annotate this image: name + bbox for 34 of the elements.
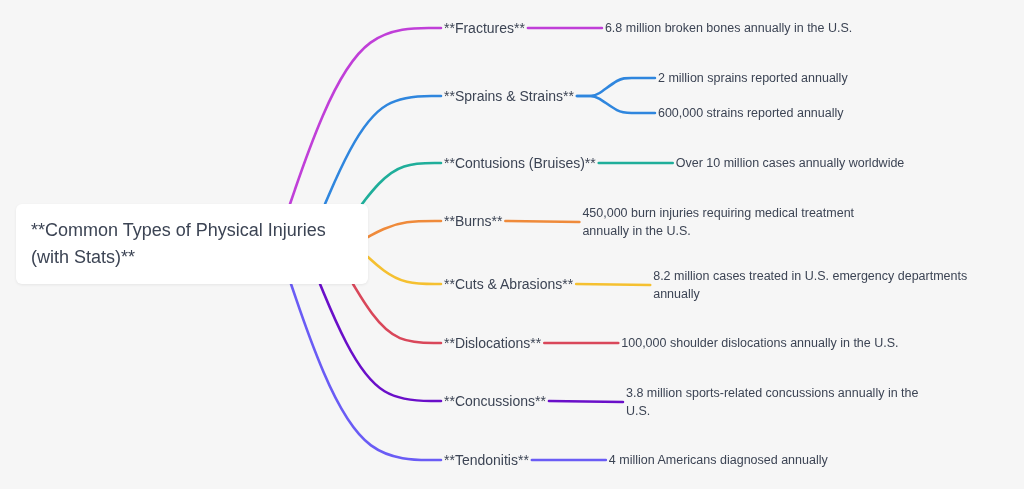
stat-note: 8.2 million cases treated in U.S. emergency departments annually [650, 267, 1001, 303]
branch-topic: **Sprains & Strains** [441, 87, 577, 105]
branch-line [360, 161, 443, 206]
stat-note: Over 10 million cases annually worldwide [672, 154, 908, 172]
branch-topic: **Cuts & Abrasions** [441, 275, 577, 293]
branch-line [289, 282, 443, 462]
branch-line [543, 341, 620, 345]
branch-line [530, 458, 608, 462]
stat-note: 2 million sprains reported annually [654, 69, 851, 87]
branch-line [366, 219, 443, 239]
branch-line [366, 255, 443, 286]
branch-line [504, 219, 581, 224]
branch-line [318, 282, 443, 403]
branch-line [526, 26, 604, 30]
branch-line [288, 26, 443, 206]
stat-note: 3.8 million sports-related concussions annually in the U.S. [622, 384, 941, 420]
stat-note: 100,000 shoulder dislocations annually in the U.S. [618, 334, 902, 352]
branch-topic: **Tendonitis** [441, 451, 532, 469]
stat-note: 600,000 strains reported annually [654, 104, 847, 122]
stat-note: 450,000 burn injuries requiring medical treatment annually in the U.S. [579, 204, 880, 240]
branch-line [575, 94, 657, 115]
branch-topic: **Concussions** [441, 392, 549, 410]
branch-line [323, 94, 443, 206]
branch-line [597, 161, 675, 165]
stat-note: 6.8 million broken bones annually in the U.S. [601, 19, 856, 37]
branch-line [351, 282, 443, 345]
topic-card: **Common Types of Physical Injuries (with Stats)** [16, 204, 368, 284]
branch-topic: **Fractures** [441, 19, 528, 37]
stat-note: 4 million Americans diagnosed annually [605, 451, 831, 469]
branch-line [574, 282, 652, 287]
branch-topic: **Dislocations** [441, 334, 545, 352]
branch-line [547, 399, 625, 404]
branch-topic: **Burns** [441, 212, 506, 230]
branch-topic: **Contusions (Bruises)** [441, 154, 599, 172]
